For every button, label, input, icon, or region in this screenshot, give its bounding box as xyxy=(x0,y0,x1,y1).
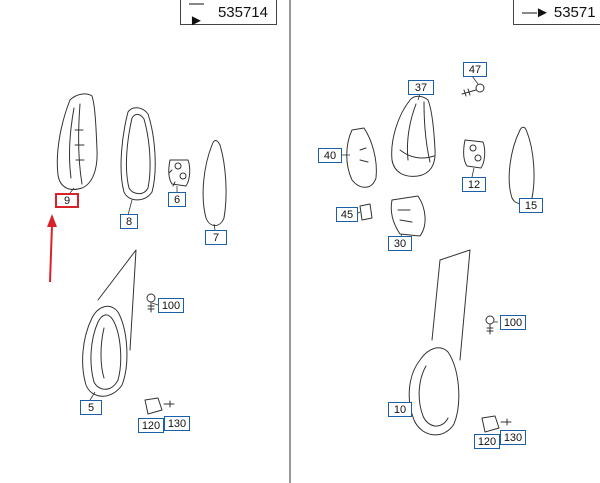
arrow-right-icon: —► xyxy=(522,3,550,21)
reference-number: 53571 xyxy=(553,3,596,21)
callout-part-47[interactable]: 47 xyxy=(463,62,487,77)
clip-part-120 xyxy=(481,415,512,433)
red-arrow-icon xyxy=(47,214,57,283)
callout-part-45[interactable]: 45 xyxy=(336,207,358,222)
callout-part-7[interactable]: 7 xyxy=(205,230,227,245)
callout-part-37[interactable]: 37 xyxy=(408,80,434,95)
clip-part-45 xyxy=(359,203,373,221)
callout-part-30[interactable]: 30 xyxy=(388,236,412,251)
callout-part-40[interactable]: 40 xyxy=(318,148,342,163)
callout-part-9[interactable]: 9 xyxy=(55,193,79,208)
bracket-part-30 xyxy=(390,195,426,237)
mirror-glass-part-7 xyxy=(202,140,227,226)
screw-part-47 xyxy=(461,83,485,97)
callout-part-12[interactable]: 12 xyxy=(462,177,486,192)
callout-part-130[interactable]: 130 xyxy=(164,416,190,431)
callout-part-100[interactable]: 100 xyxy=(158,298,184,313)
mirror-glass-part-15 xyxy=(508,126,535,205)
callout-part-5[interactable]: 5 xyxy=(80,400,102,415)
mirror-housing-part-10 xyxy=(408,249,471,436)
mirror-motor-part-12 xyxy=(463,139,486,169)
callout-part-100[interactable]: 100 xyxy=(500,315,526,330)
mirror-motor-part-6 xyxy=(168,159,191,187)
screw-part-100 xyxy=(146,293,156,313)
reference-number: 535714 xyxy=(217,3,268,21)
reference-box-right[interactable]: —► 53571 xyxy=(513,0,600,25)
mirror-cap-part-9 xyxy=(56,93,98,190)
arrow-right-icon: —► xyxy=(189,0,204,29)
cover-part-40 xyxy=(346,127,377,188)
callout-part-120[interactable]: 120 xyxy=(138,418,164,433)
callout-part-130[interactable]: 130 xyxy=(500,430,526,445)
callout-part-10[interactable]: 10 xyxy=(388,402,412,417)
callout-part-6[interactable]: 6 xyxy=(168,192,186,207)
mirror-frame-part-8 xyxy=(120,107,156,201)
clip-part-120 xyxy=(144,397,175,415)
reference-box-left[interactable]: —► 535714 xyxy=(180,0,277,29)
mirror-housing-part-5 xyxy=(82,249,137,397)
callout-part-120[interactable]: 120 xyxy=(474,434,500,449)
callout-part-15[interactable]: 15 xyxy=(519,198,543,213)
mirror-cap-part-37 xyxy=(391,95,436,177)
screw-part-100 xyxy=(485,315,495,335)
callout-part-8[interactable]: 8 xyxy=(120,214,138,229)
